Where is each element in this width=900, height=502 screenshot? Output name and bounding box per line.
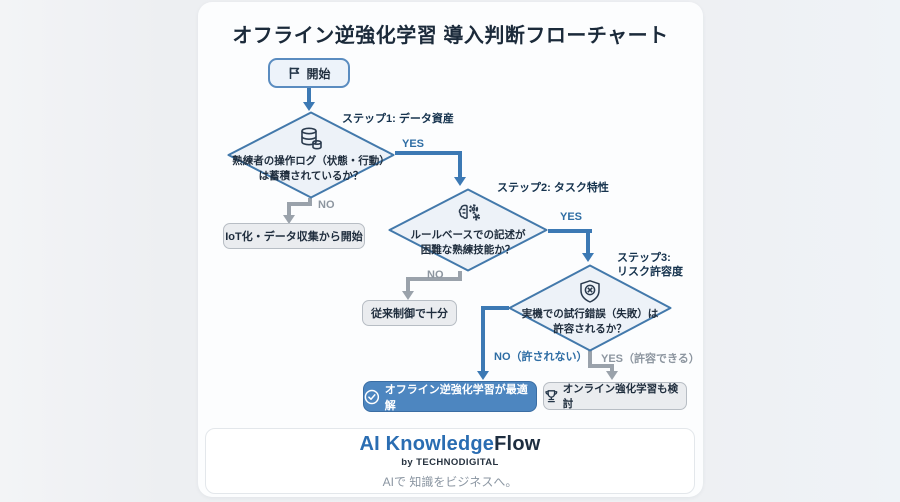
question-line: ルールベースでの記述が	[410, 229, 526, 242]
outcome-offline-irl-optimal: オフライン逆強化学習が最適解	[363, 381, 537, 412]
brand-tagline: AIで 知識をビジネスへ。	[382, 474, 518, 489]
arrowhead-icon	[454, 177, 466, 186]
question-line: 熟練者の操作ログ（状態・行動）	[232, 155, 390, 168]
decision-step3: 実機での試行錯誤（失敗）は 許容されるか？	[508, 264, 672, 352]
edge-step1-yes	[395, 151, 462, 155]
outcome-label: 従来制御で十分	[371, 308, 448, 320]
edge-step3-yes-h	[588, 364, 614, 368]
step3-tag: ステップ3: リスク許容度	[617, 251, 683, 280]
step2-tag: ステップ2: タスク特性	[497, 182, 609, 194]
question-line: 実機での試行錯誤（失敗）は	[521, 308, 659, 321]
page-title: オフライン逆強化学習 導入判断フローチャート	[232, 25, 669, 47]
trophy-icon	[545, 389, 558, 402]
brand-logo: AI KnowledgeFlow	[360, 433, 541, 456]
database-icon	[301, 127, 322, 150]
arrowhead-icon	[606, 371, 618, 380]
edge-step3-yes-v1	[588, 350, 592, 368]
arrowhead-icon	[477, 371, 489, 380]
edge-step2-yes	[548, 229, 592, 233]
brand-name-primary: AI Knowledge	[359, 432, 495, 455]
outcome-label: IoT化・データ収集から開始	[225, 231, 363, 243]
outcome-label: オンライン強化学習も検討	[562, 383, 679, 410]
question-line: は蓄積されているか？	[258, 170, 364, 182]
step3-no-label: NO（許されない）	[494, 351, 588, 363]
start-node: 開始	[268, 58, 350, 88]
edge-step1-no-h	[287, 202, 312, 206]
step3-yes-label: YES（許容できる）	[601, 353, 700, 365]
arrowhead-icon	[283, 215, 295, 224]
shield-x-icon	[580, 280, 600, 304]
edge-step2-no-v2	[406, 277, 410, 292]
flag-icon	[290, 67, 300, 79]
brand-byline: by TECHNODIGITAL	[401, 456, 499, 468]
step2-yes-label: YES	[560, 211, 583, 223]
step1-tag: ステップ1: データ資産	[342, 113, 454, 125]
outcome-collect-data: IoT化・データ収集から開始	[223, 223, 365, 249]
edge-step3-yes-v2	[610, 364, 614, 373]
outcome-label: オフライン逆強化学習が最適解	[384, 383, 528, 412]
edge-start-to-step1	[307, 88, 311, 103]
edge-step1-yes-v	[458, 151, 462, 178]
start-label: 開始	[306, 66, 331, 81]
edge-step3-no-v	[481, 306, 485, 372]
step2-no-label: NO	[427, 269, 444, 281]
question-line: 許容されるか？	[553, 323, 627, 335]
edge-step2-no-h	[406, 277, 462, 281]
edge-step2-no-v1	[458, 271, 462, 281]
step3-tag-line2: リスク許容度	[617, 266, 683, 279]
arrowhead-icon	[303, 102, 315, 111]
brand-name-secondary: Flow	[494, 432, 541, 455]
step1-no-label: NO	[318, 199, 335, 211]
edge-step1-no-v2	[287, 202, 291, 216]
step1-yes-label: YES	[402, 138, 425, 150]
edge-step2-yes-v	[586, 229, 590, 254]
arrowhead-icon	[402, 291, 414, 300]
arrowhead-icon	[582, 253, 594, 262]
step3-tag-line1: ステップ3:	[617, 252, 671, 264]
brain-gears-icon	[458, 204, 481, 221]
check-circle-icon	[364, 389, 380, 404]
decision-step2: ルールベースでの記述が 困難な熟練技能か？	[388, 188, 548, 272]
footer-brand-card: AI KnowledgeFlow by TECHNODIGITAL AIで 知識…	[205, 428, 695, 494]
decision-step1: 熟練者の操作ログ（状態・行動） は蓄積されているか？	[227, 111, 395, 199]
question-line: 困難な熟練技能か？	[420, 244, 516, 256]
edge-step3-no-h	[481, 306, 509, 310]
outcome-online-rl: オンライン強化学習も検討	[543, 382, 687, 410]
diamond-shape	[388, 188, 548, 272]
diamond-shape	[227, 111, 395, 199]
diamond-shape	[508, 264, 672, 352]
outcome-conventional-control: 従来制御で十分	[362, 300, 457, 326]
